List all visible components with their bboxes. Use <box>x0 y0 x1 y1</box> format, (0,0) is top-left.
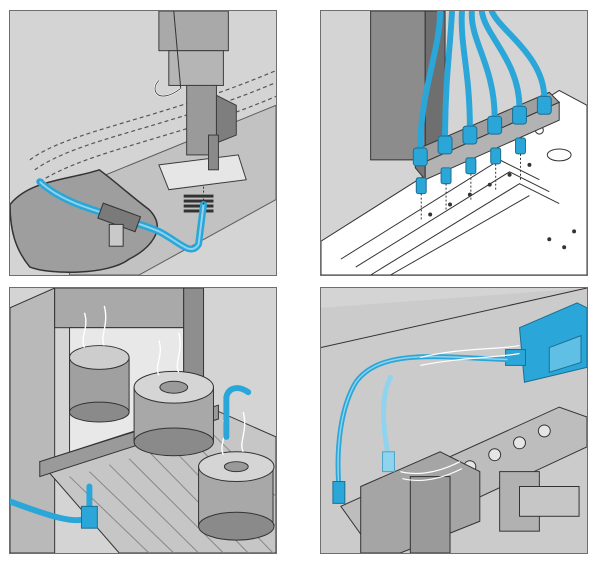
panel-sewing-machine <box>9 10 277 276</box>
conveyor-cooling-illustration <box>10 288 276 553</box>
panel-conveyor-cooling <box>9 287 277 554</box>
pcb-manifold-illustration <box>321 11 587 275</box>
panel-sensor-cleaning <box>320 287 588 554</box>
sewing-machine-illustration <box>10 11 276 275</box>
sensor-cleaning-illustration <box>321 288 587 553</box>
panel-pcb-manifold <box>320 10 588 276</box>
